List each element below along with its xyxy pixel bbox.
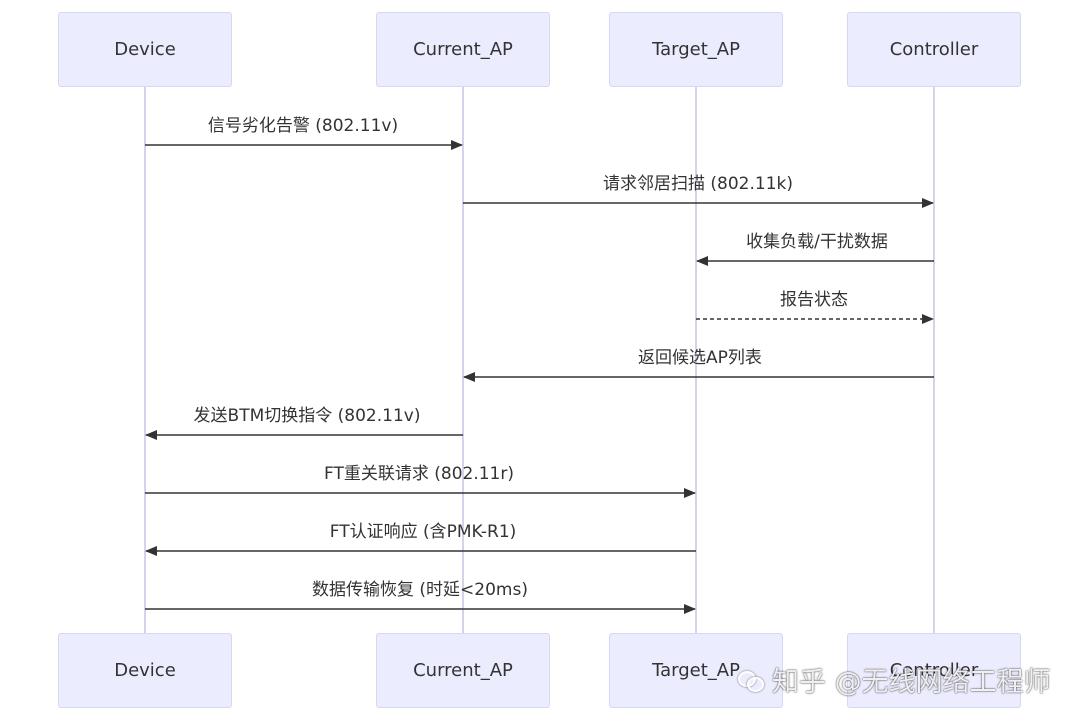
watermark: 知乎 @无线网络工程师 [738,660,1051,699]
message-label-8: FT认证响应 (含PMK-R1) [329,522,517,542]
wechat-icon [738,669,764,692]
message-label-5: 返回候选AP列表 [638,348,762,368]
lifeline-target-ap [695,87,697,633]
watermark-text: 知乎 @无线网络工程师 [772,667,1051,698]
lifeline-current-ap [462,87,464,633]
message-label-1: 信号劣化告警 (802.11v) [207,116,399,136]
message-label-3: 收集负载/干扰数据 [746,232,888,252]
message-label-7: FT重关联请求 (802.11r) [323,464,515,484]
message-label-2: 请求邻居扫描 (802.11k) [603,174,793,194]
lifeline-controller [933,87,935,633]
message-label-6: 发送BTM切换指令 (802.11v) [193,406,421,426]
message-label-9: 数据传输恢复 (时延<20ms) [312,580,528,600]
actor-device-top: Device [58,12,232,87]
actor-controller-top: Controller [847,12,1021,87]
actor-current-ap-bottom: Current_AP [376,633,550,708]
message-label-4: 报告状态 [780,290,848,310]
lifeline-device [144,87,146,633]
actor-device-bottom: Device [58,633,232,708]
actor-target-ap-bottom: Target_AP [609,633,783,708]
actor-current-ap-top: Current_AP [376,12,550,87]
actor-controller-bottom: Controller [847,633,1021,708]
actor-target-ap-top: Target_AP [609,12,783,87]
